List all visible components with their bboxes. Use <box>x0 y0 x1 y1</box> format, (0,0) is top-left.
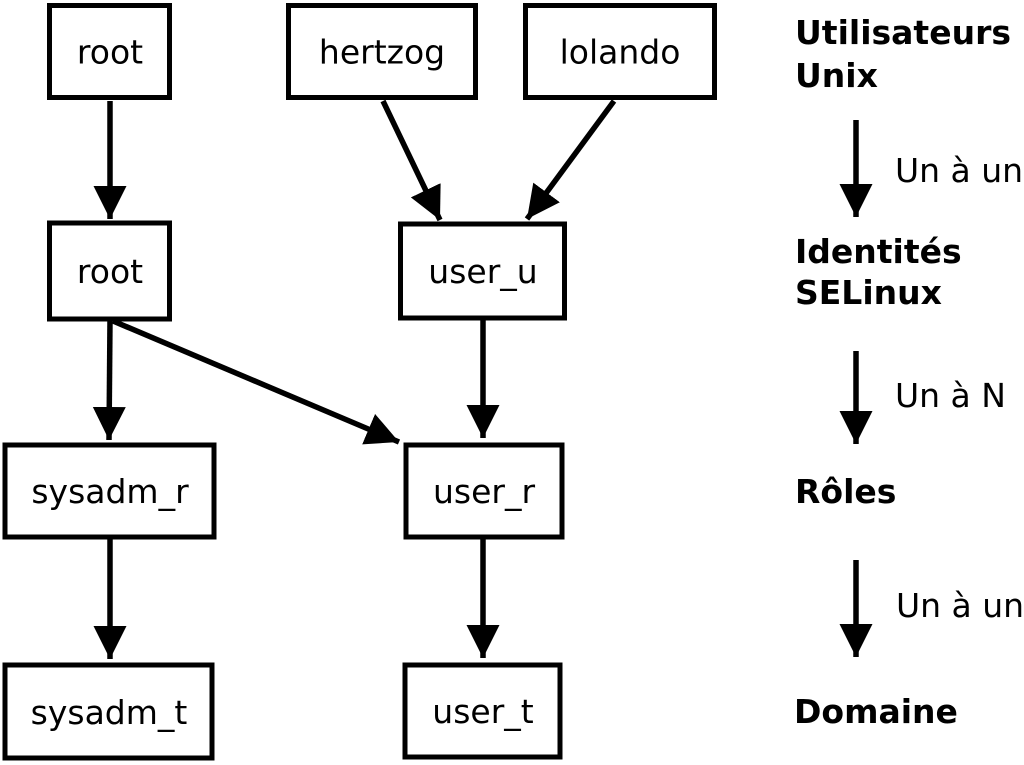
legend-selinux-identities-line2: SELinux <box>795 273 942 312</box>
node-selinux-root-label: root <box>77 252 143 291</box>
node-role-user-r: user_r <box>403 442 565 540</box>
legend-arrow3-label: Un à un <box>896 586 1024 625</box>
legend: Utilisateurs Unix Un à un Identités SELi… <box>794 13 1024 731</box>
legend-domain: Domaine <box>794 692 958 731</box>
node-unix-lolando-box <box>523 3 717 100</box>
arrow-selinux-root-to-sysadm-r <box>92 319 126 441</box>
arrow-selinux-root-to-user-r <box>111 318 401 445</box>
node-domain-user-t-label: user_t <box>432 692 533 731</box>
node-unix-hertzog-label: hertzog <box>319 33 445 72</box>
node-domain-user-t: user_t <box>402 662 563 760</box>
legend-unix-users-line1: Utilisateurs <box>795 13 1011 52</box>
node-selinux-user-u-label: user_u <box>428 252 537 291</box>
node-domain-sysadm-t-box <box>2 662 215 761</box>
node-role-sysadm-r-box <box>2 442 217 540</box>
node-unix-lolando: lolando <box>523 3 717 100</box>
node-domain-sysadm-t-label: sysadm_t <box>31 693 188 732</box>
legend-roles: Rôles <box>795 472 896 511</box>
node-unix-lolando-label: lolando <box>560 33 681 72</box>
arrow-lolando-to-user-u <box>524 99 617 221</box>
node-unix-root: root <box>47 3 172 100</box>
node-selinux-root-box <box>47 220 172 322</box>
node-domain-user-t-box <box>402 662 563 760</box>
node-selinux-root: root <box>47 220 172 322</box>
legend-arrow2-label: Un à N <box>895 376 1006 415</box>
diagram-edges <box>92 99 617 659</box>
node-domain-sysadm-t: sysadm_t <box>2 662 215 761</box>
node-unix-hertzog-box <box>286 3 478 100</box>
node-unix-hertzog: hertzog <box>286 3 478 100</box>
legend-arrow1-label: Un à un <box>895 151 1023 190</box>
node-unix-root-box <box>47 3 172 100</box>
node-role-sysadm-r: sysadm_r <box>2 442 217 540</box>
node-selinux-user-u-box <box>398 221 567 321</box>
arrow-hertzog-to-user-u <box>380 99 443 222</box>
legend-unix-users-line2: Unix <box>795 56 878 95</box>
node-unix-root-label: root <box>77 33 143 72</box>
node-role-user-r-label: user_r <box>433 472 535 511</box>
node-role-user-r-box <box>403 442 565 540</box>
node-selinux-user-u: user_u <box>398 221 567 321</box>
node-role-sysadm-r-label: sysadm_r <box>31 472 189 511</box>
legend-selinux-identities-line1: Identités <box>795 232 962 271</box>
